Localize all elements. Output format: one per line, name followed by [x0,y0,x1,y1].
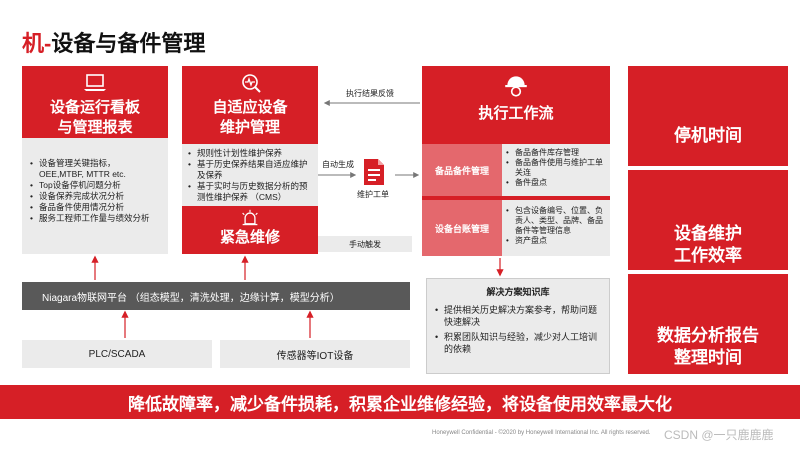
work-order-icon [364,159,384,185]
knowledge-base-panel: 解决方案知识库 提供相关历史解决方案参考，帮助问题快速解决 积累团队知识与经验，… [426,278,610,374]
maintenance-efficiency-box: 设备维护 工作效率 [628,170,788,270]
dashboard-bullet: 服务工程师工作量与绩效分析 [30,213,160,224]
adaptive-bullet: 基于实时与历史数据分析的预测性维护保养 （CMS） [188,181,312,203]
spare-parts-bullet: 备品备件使用与维护工单关连 [506,158,606,178]
knowledge-base-title: 解决方案知识库 [486,287,550,297]
knowledge-bullet: 积累团队知识与经验，减少对人工培训的依赖 [435,331,601,355]
spare-parts-bullet: 备件盘点 [506,178,606,188]
downtime-label: 停机时间 [674,126,742,145]
asset-ledger-label: 设备台账管理 [422,200,502,256]
alarm-icon [242,209,258,226]
monitor-search-icon [242,74,261,93]
knowledge-base-bullets: 提供相关历史解决方案参考，帮助问题快速解决 积累团队知识与经验，减少对人工培训的… [435,304,601,355]
asset-ledger-bullets: 包含设备编号、位置、负责人、类型、品牌、备品备件等管理信息 资产盘点 [506,206,606,246]
asset-ledger-panel: 包含设备编号、位置、负责人、类型、品牌、备品备件等管理信息 资产盘点 [502,200,610,256]
spare-parts-bullets: 备品备件库存管理 备品备件使用与维护工单关连 备件盘点 [506,148,606,188]
dashboard-panel: 设备管理关键指标，OEE,MTBF, MTTR etc. Top设备停机问题分析… [22,138,168,254]
dashboard-bullets: 设备管理关键指标，OEE,MTBF, MTTR etc. Top设备停机问题分析… [30,158,160,224]
spare-parts-panel: 备品备件库存管理 备品备件使用与维护工单关连 备件盘点 [502,144,610,196]
auto-generate-label: 自动生成 [322,160,354,169]
csdn-watermark: CSDN @一只鹿鹿鹿 [664,428,774,442]
title-main: 设备与备件管理 [51,31,206,56]
emergency-title: 紧急维修 [219,229,280,246]
asset-ledger-bullet: 包含设备编号、位置、负责人、类型、品牌、备品备件等管理信息 [506,206,606,236]
workflow-title: 执行工作流 [478,105,554,122]
spare-parts-bullet: 备品备件库存管理 [506,148,606,158]
adaptive-panel: 规则性计划性维护保养 基于历史保养结果自适应维护及保养 基于实时与历史数据分析的… [182,144,318,206]
dashboard-title: 设备运行看板 与管理报表 [49,99,140,136]
spare-parts-label: 备品备件管理 [422,144,502,196]
report-time-label: 数据分析报告 整理时间 [657,326,759,367]
adaptive-title: 自适应设备 维护管理 [212,99,288,136]
title-prefix: 机- [22,31,52,56]
work-order-label: 维护工单 [357,190,389,199]
manual-trigger-label: 手动触发 [318,236,412,252]
footer-confidential: Honeywell Confidential - ©2020 by Honeyw… [432,430,651,436]
dashboard-bullet: 备品备件使用情况分析 [30,202,160,213]
niagara-platform-bar: Niagara物联网平台 （组态模型，清洗处理，边缘计算，模型分析） [22,282,410,310]
adaptive-bullet: 规则性计划性维护保养 [188,148,312,159]
report-time-box: 数据分析报告 整理时间 [628,274,788,374]
feedback-label: 执行结果反馈 [346,89,394,98]
worker-helmet-icon [505,76,527,97]
workflow-header: 执行工作流 [422,66,610,144]
maintenance-efficiency-label: 设备维护 工作效率 [674,224,742,265]
dashboard-bullet: Top设备停机问题分析 [30,180,160,191]
workflow-body: 备品备件管理 备品备件库存管理 备品备件使用与维护工单关连 备件盘点 设备台账管… [422,144,610,256]
dashboard-bullet: 设备保养完成状况分析 [30,191,160,202]
emergency-header: 紧急维修 [182,206,318,254]
adaptive-bullets: 规则性计划性维护保养 基于历史保养结果自适应维护及保养 基于实时与历史数据分析的… [188,148,312,203]
adaptive-header: 自适应设备 维护管理 [182,66,318,144]
plc-scada-box: PLC/SCADA [22,340,212,368]
page-title: 机-设备与备件管理 [22,26,205,58]
downtime-box: 停机时间 [628,66,788,166]
bottom-banner: 降低故障率，减少备件损耗，积累企业维修经验，将设备使用效率最大化 [0,385,800,419]
asset-ledger-bullet: 资产盘点 [506,236,606,246]
knowledge-bullet: 提供相关历史解决方案参考，帮助问题快速解决 [435,304,601,328]
iot-sensor-box: 传感器等IOT设备 [220,340,410,368]
dashboard-header: 设备运行看板 与管理报表 [22,66,168,138]
laptop-icon [84,74,106,91]
dashboard-bullet: 设备管理关键指标，OEE,MTBF, MTTR etc. [30,158,160,180]
adaptive-bullet: 基于历史保养结果自适应维护及保养 [188,159,312,181]
